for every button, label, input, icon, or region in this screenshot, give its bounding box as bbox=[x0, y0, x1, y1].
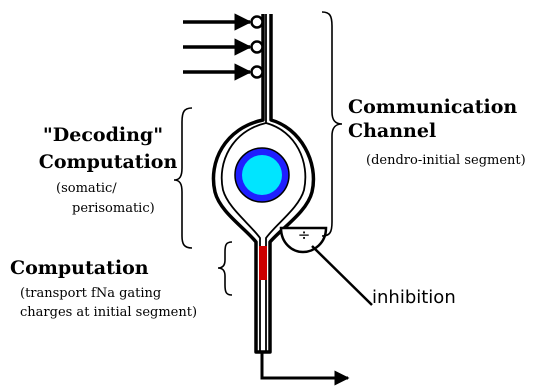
input-arrows bbox=[183, 13, 252, 81]
decoding-title-line2: Computation bbox=[38, 151, 178, 173]
inhibition-line bbox=[311, 245, 373, 306]
computation-subtitle-line2: charges at initial segment) bbox=[20, 305, 198, 320]
decoding-subtitle-line2: perisomatic) bbox=[72, 201, 155, 216]
axon-output-arrow bbox=[260, 352, 350, 386]
decoding-title-line1: "Decoding" bbox=[42, 124, 164, 146]
computation-subtitle-line1: (transport fNa gating bbox=[20, 286, 162, 301]
synapse-1 bbox=[250, 15, 264, 29]
divide-symbol: ÷ bbox=[297, 226, 311, 244]
brace-decoding bbox=[173, 107, 193, 249]
channel-title-line1: Communication bbox=[348, 96, 518, 118]
channel-title-line2: Channel bbox=[348, 120, 437, 142]
decoding-subtitle-line1: (somatic/ bbox=[56, 181, 117, 196]
nucleus bbox=[242, 155, 282, 195]
computation-title: Computation bbox=[10, 257, 149, 279]
synapse-2 bbox=[250, 40, 264, 54]
brace-computation bbox=[217, 241, 233, 296]
channel-subtitle: (dendro-initial segment) bbox=[366, 153, 526, 168]
synapse-terminals bbox=[250, 15, 264, 79]
neuron-outline-inner bbox=[220, 14, 307, 352]
synapse-3 bbox=[250, 65, 264, 79]
inhibition-label: inhibition bbox=[372, 287, 456, 308]
initial-segment bbox=[259, 246, 267, 280]
brace-communication-channel bbox=[321, 11, 343, 237]
